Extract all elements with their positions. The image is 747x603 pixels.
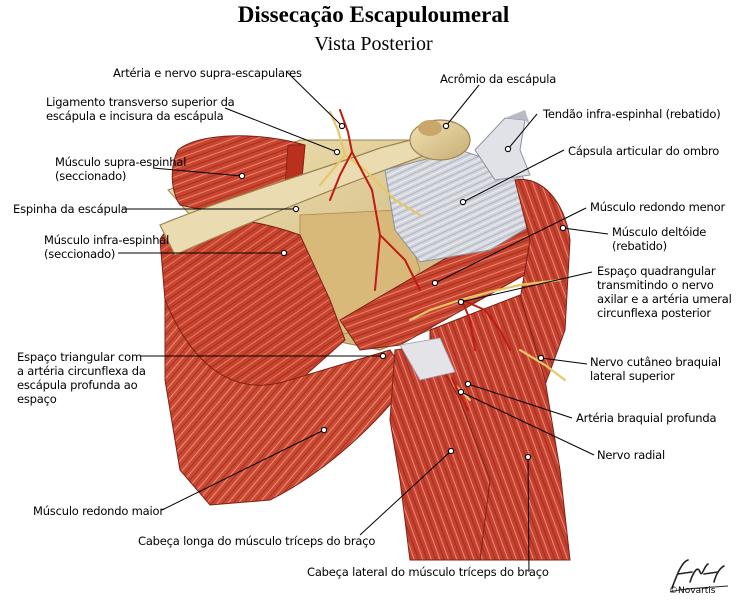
label-espaco-triangular: Espaço triangular com a artéria circunfl… [17, 350, 146, 406]
label-musculo-redondo-menor: Músculo redondo menor [590, 200, 725, 214]
label-points [238, 122, 567, 461]
label-cabeca-longa-triceps: Cabeça longa do músculo tríceps do braço [138, 534, 376, 548]
netter-signature-logo [669, 559, 729, 593]
label-tendao-infraespinhal: Tendão infra-espinhal (rebatido) [543, 107, 721, 121]
brand-label: ©Novartis [669, 586, 716, 596]
label-musculo-deltoide: Músculo deltóide (rebatido) [612, 225, 707, 253]
arteries [329, 109, 511, 411]
leader-lines [118, 71, 609, 573]
label-capsula-articular: Cápsula articular do ombro [568, 144, 720, 158]
label-espinha-escapula: Espinha da escápula [13, 202, 128, 216]
label-ligamento-transverso: Ligamento transverso superior da escápul… [46, 95, 235, 123]
label-musculo-supraespinhal: Músculo supra-espinhal (seccionado) [55, 155, 187, 183]
nerves [318, 110, 567, 402]
label-musculo-infraespinhal: Músculo infra-espinhal (seccionado) [44, 233, 170, 261]
label-nervo-radial: Nervo radial [597, 448, 666, 462]
label-arteria-braquial-profunda: Artéria braquial profunda [576, 411, 717, 425]
figure-title: Dissecação Escapuloumeral [237, 2, 510, 27]
label-espaco-quadrangular: Espaço quadrangular transmitindo o nervo… [597, 264, 732, 320]
label-nervo-cutaneo: Nervo cutâneo braquial lateral superior [590, 355, 721, 383]
figure-subtitle: Vista Posterior [314, 33, 433, 55]
label-arteria-nervo-supraescapulares: Artéria e nervo supra-escapulares [113, 66, 302, 80]
label-cabeca-lateral-triceps: Cabeça lateral do músculo tríceps do bra… [307, 565, 549, 579]
label-musculo-redondo-maior: Músculo redondo maior [33, 504, 164, 518]
label-acromio: Acrômio da escápula [440, 72, 557, 86]
